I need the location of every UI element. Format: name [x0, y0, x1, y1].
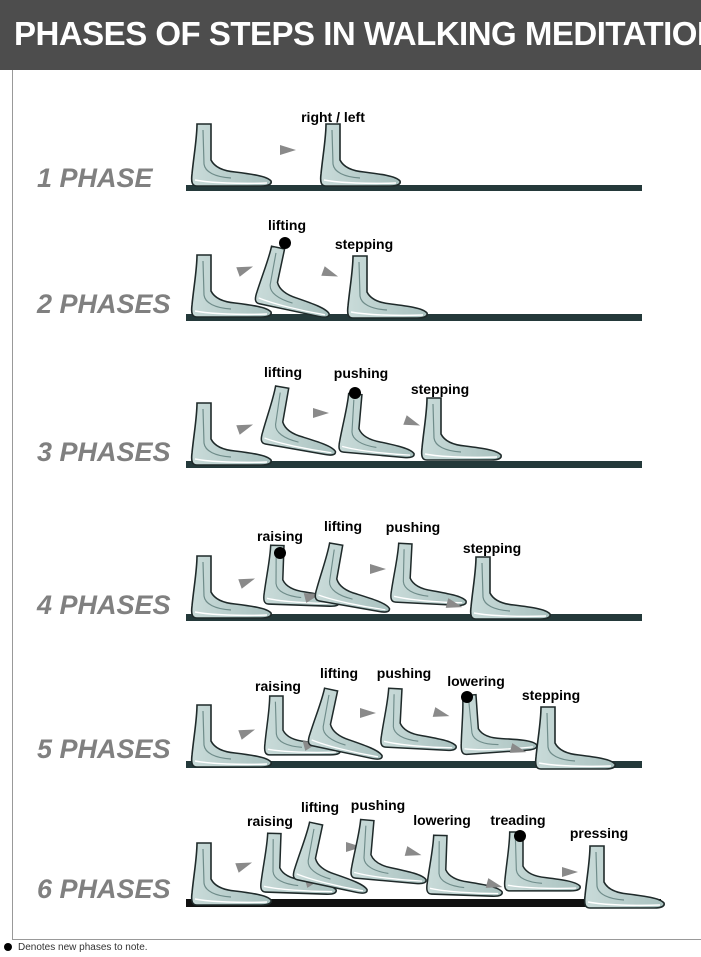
- foot-icon: [346, 255, 428, 319]
- new-phase-dot-icon: [461, 691, 473, 703]
- step-label: lifting: [301, 799, 339, 815]
- arrow-icon: [280, 145, 296, 155]
- new-phase-dot-icon: [349, 387, 361, 399]
- step-label: stepping: [522, 687, 580, 703]
- foot-icon: [292, 821, 368, 894]
- footnote: Denotes new phases to note.: [4, 942, 148, 953]
- step-label: stepping: [463, 540, 521, 556]
- foot-icon: [460, 693, 538, 756]
- foot-icon: [260, 385, 337, 456]
- arrow-icon: [485, 878, 503, 888]
- arrow-icon: [404, 846, 422, 856]
- step-label: pushing: [386, 519, 440, 535]
- step-label: lowering: [413, 812, 471, 828]
- foot-icon: [190, 402, 272, 466]
- foot-icon: [190, 254, 272, 318]
- arrow-icon: [346, 842, 362, 852]
- row-label-5: 5 PHASES: [37, 734, 171, 764]
- foot-icon: [503, 831, 581, 892]
- step-label: lowering: [447, 673, 505, 689]
- foot-icon: [190, 704, 272, 768]
- step-label: pushing: [351, 797, 405, 813]
- arrow-icon: [238, 578, 256, 589]
- arrow-icon: [509, 743, 527, 753]
- step-label: right / left: [301, 109, 365, 125]
- step-label: pressing: [570, 825, 628, 841]
- step-label: pushing: [334, 365, 388, 381]
- foot-icon: [190, 123, 272, 187]
- row-label-2: 2 PHASES: [36, 289, 171, 319]
- step-label: lifting: [268, 217, 306, 233]
- row-label-3: 3 PHASES: [37, 437, 171, 467]
- floor-line: [186, 461, 642, 468]
- foot-icon: [319, 123, 401, 187]
- foot-icon: [263, 695, 341, 756]
- step-label: stepping: [335, 236, 393, 252]
- arrow-icon: [313, 408, 329, 418]
- arrow-icon: [236, 424, 254, 435]
- foot-icon: [420, 397, 502, 461]
- new-phase-dot-icon: [274, 547, 286, 559]
- title-bar: PHASES OF STEPS IN WALKING MEDITATION: [0, 0, 701, 70]
- step-label: raising: [247, 813, 293, 829]
- step-label: lifting: [264, 364, 302, 380]
- arrow-icon: [562, 867, 578, 877]
- floor-line: [186, 185, 642, 191]
- arrow-icon: [321, 266, 339, 277]
- step-label: pushing: [377, 665, 431, 681]
- floor-line: [186, 761, 642, 768]
- step-label: treading: [490, 812, 545, 828]
- row-label-4: 4 PHASES: [36, 590, 171, 620]
- step-label: lifting: [320, 665, 358, 681]
- diagram-panel: [12, 70, 701, 940]
- arrow-icon: [235, 862, 253, 873]
- page-title: PHASES OF STEPS IN WALKING MEDITATION: [14, 15, 701, 52]
- row-label-6: 6 PHASES: [37, 874, 171, 904]
- arrow-icon: [432, 707, 450, 717]
- foot-icon: [380, 687, 457, 752]
- new-phase-dot-icon: [514, 830, 526, 842]
- step-label: raising: [257, 528, 303, 544]
- foot-icon: [190, 842, 272, 906]
- arrow-icon: [360, 708, 376, 718]
- row-label-1: 1 PHASE: [37, 163, 154, 193]
- arrow-icon: [238, 729, 256, 740]
- arrow-icon: [370, 564, 386, 574]
- arrow-icon: [403, 415, 421, 426]
- step-label: stepping: [411, 381, 469, 397]
- foot-icon: [338, 392, 415, 459]
- footnote-text: Denotes new phases to note.: [18, 942, 148, 953]
- arrow-icon: [236, 266, 254, 277]
- foot-icon: [314, 542, 391, 613]
- floor-line: [186, 614, 642, 621]
- foot-icon: [350, 818, 427, 885]
- foot-icon: [426, 834, 503, 897]
- new-phase-dot-icon: [4, 943, 12, 951]
- new-phase-dot-icon: [279, 237, 291, 249]
- foot-icon: [469, 556, 551, 620]
- foot-icon: [254, 245, 330, 318]
- step-label: lifting: [324, 518, 362, 534]
- foot-icon: [390, 542, 467, 607]
- step-label: raising: [255, 678, 301, 694]
- arrow-icon: [445, 598, 463, 608]
- floor-line: [186, 899, 661, 907]
- foot-icon: [190, 555, 272, 619]
- foot-icon: [583, 845, 665, 909]
- foot-icon: [307, 687, 383, 760]
- foot-icon: [534, 706, 616, 770]
